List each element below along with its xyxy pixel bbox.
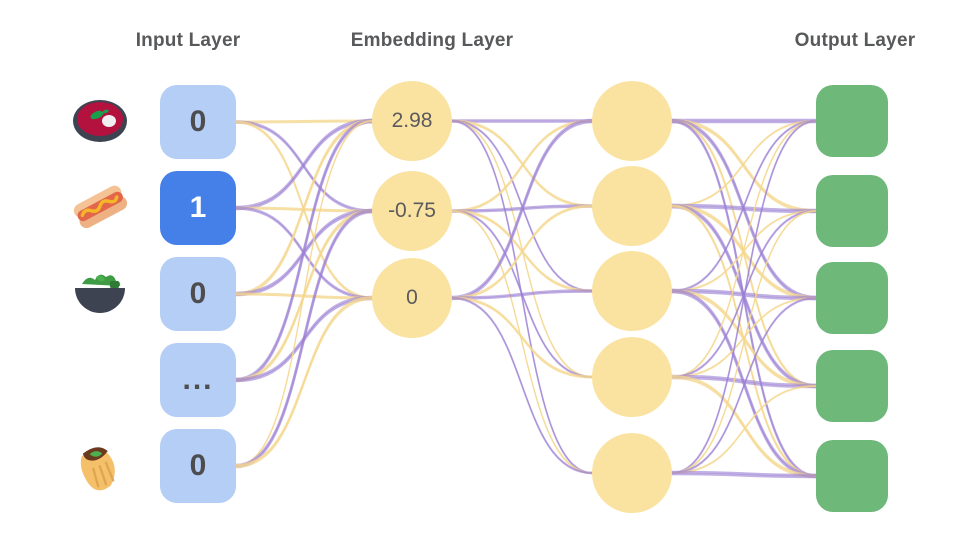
embedding-node-0-value: 2.98 [391,109,433,132]
input-node-1-value: 1 [189,191,207,224]
output-node-2[interactable] [816,262,888,334]
embedding-node-0[interactable]: 2.98 [372,81,452,161]
hidden-node-4[interactable] [592,433,672,513]
hotdog-icon [70,176,130,236]
input-node-0-value: 0 [189,105,207,138]
input-node-4-value: 0 [189,449,207,482]
hidden-node-2[interactable] [592,251,672,331]
embedding-node-1-value: -0.75 [388,199,436,222]
output-node-1[interactable] [816,175,888,247]
embedding-node-2[interactable]: 0 [372,258,452,338]
steak-icon [70,90,130,150]
input-node-2[interactable]: 0 [160,257,236,331]
input-node-4[interactable]: 0 [160,429,236,503]
input-node-1[interactable]: 1 [160,171,236,245]
output-node-4[interactable] [816,440,888,512]
hidden-node-0[interactable] [592,81,672,161]
embedding-layer-title: Embedding Layer [350,30,514,51]
input-node-ellipsis[interactable]: ... [160,343,236,417]
taco-icon [70,434,130,494]
salad-icon [70,262,130,322]
embedding-node-2-value: 0 [406,286,418,309]
input-node-0[interactable]: 0 [160,85,236,159]
output-layer-title: Output Layer [794,30,916,51]
hidden-node-3[interactable] [592,337,672,417]
input-layer-title: Input Layer [135,30,241,51]
embedding-node-1[interactable]: -0.75 [372,171,452,251]
output-node-0[interactable] [816,85,888,157]
output-node-3[interactable] [816,350,888,422]
input-node-2-value: 0 [189,277,207,310]
input-node-ellipsis-value: ... [182,363,214,396]
hidden-node-1[interactable] [592,166,672,246]
